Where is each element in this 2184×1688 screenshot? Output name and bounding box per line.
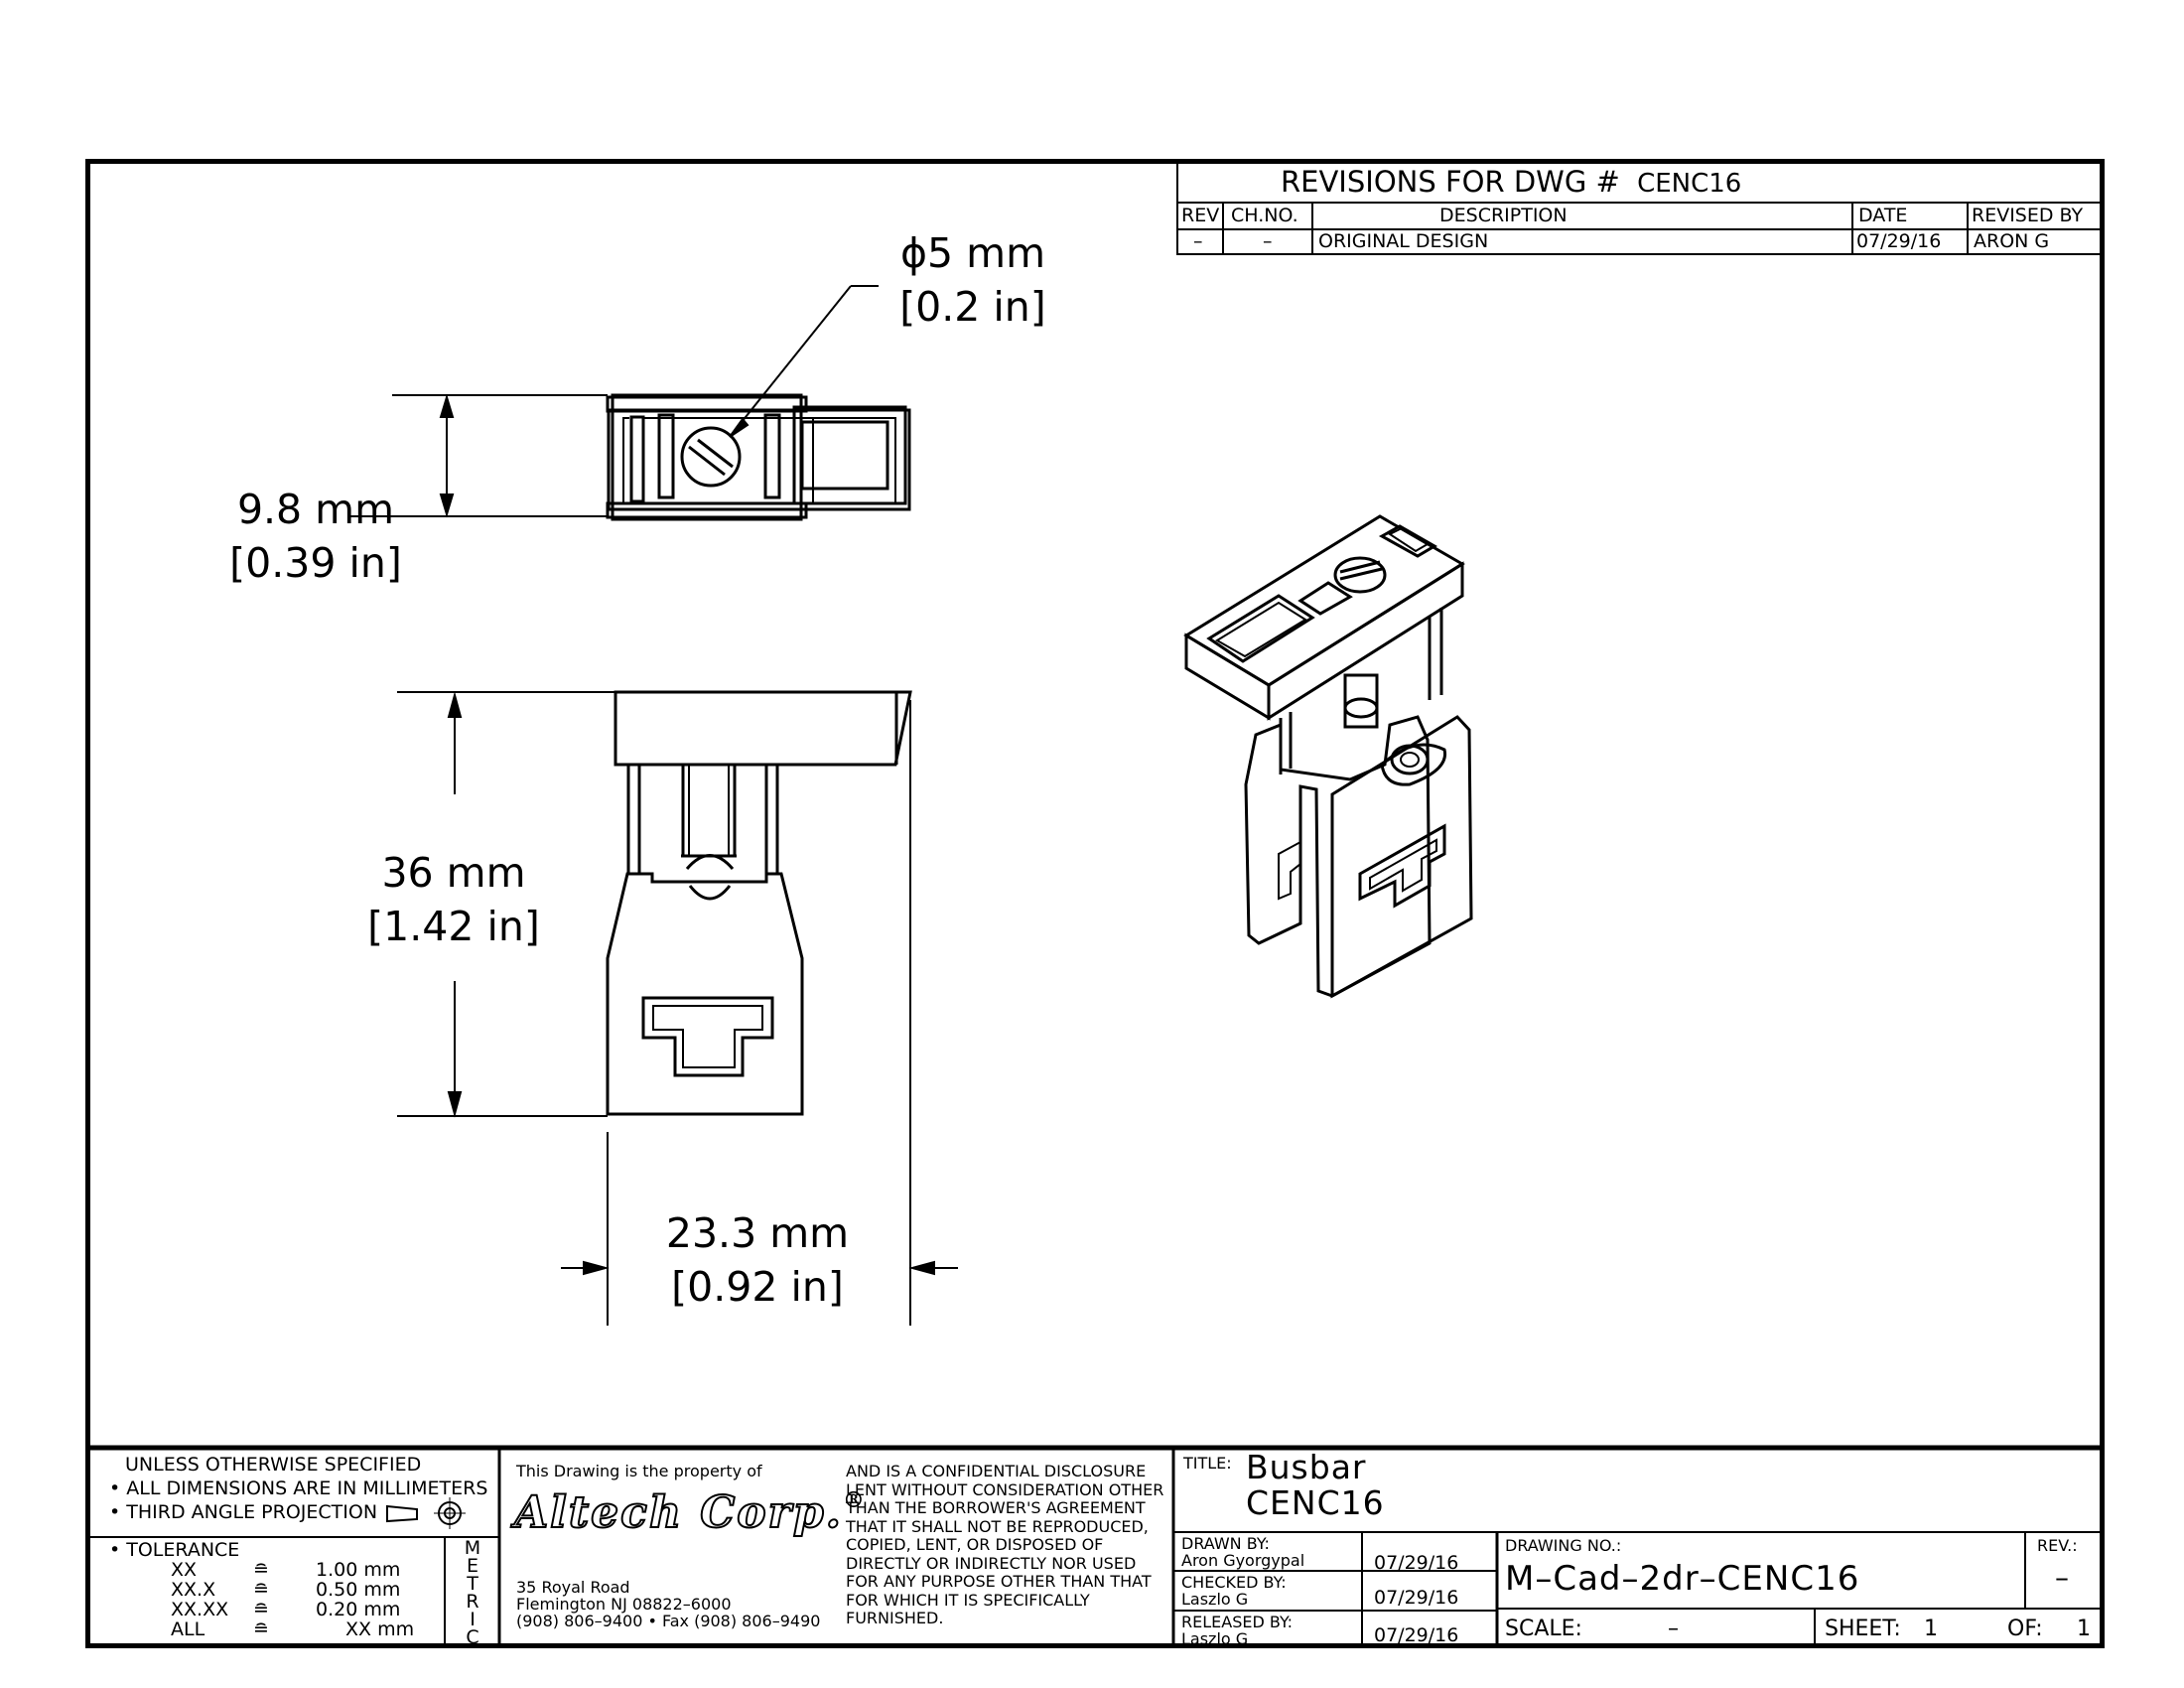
diameter-dimension: ϕ5 mm [0.2 in] bbox=[874, 226, 1072, 334]
revisions-title: REVISIONS FOR DWG # CENC16 bbox=[1281, 165, 1742, 199]
title-label: TITLE: bbox=[1183, 1454, 1232, 1473]
width-mm: 23.3 mm bbox=[665, 1209, 850, 1257]
drawn-label: DRAWN BY: bbox=[1181, 1534, 1270, 1553]
tol-xxx-sym: ≘ bbox=[253, 1579, 269, 1601]
company-address-1: 35 Royal Road bbox=[516, 1578, 630, 1597]
released-date: 07/29/16 bbox=[1374, 1624, 1459, 1646]
tol-xxx-label: XX.X bbox=[171, 1579, 216, 1601]
title-line-1: Busbar bbox=[1246, 1448, 1367, 1486]
tol-xxxx-value: 0.20 mm bbox=[316, 1599, 401, 1620]
note-unless: UNLESS OTHERWISE SPECIFIED bbox=[125, 1454, 422, 1476]
revised-by-header: REVISED BY bbox=[1972, 205, 2084, 226]
title-line-2: CENC16 bbox=[1246, 1483, 1385, 1522]
length-dimension: 36 mm [1.42 in] bbox=[354, 846, 553, 953]
note-projection: • THIRD ANGLE PROJECTION bbox=[109, 1501, 378, 1523]
metric-label: M E T R I C bbox=[464, 1537, 481, 1648]
height-in: [0.39 in] bbox=[229, 539, 402, 587]
checked-label: CHECKED BY: bbox=[1181, 1573, 1287, 1592]
scale-value: – bbox=[1668, 1617, 1679, 1641]
sheet-label: SHEET: bbox=[1825, 1617, 1901, 1641]
drawn-date: 07/29/16 bbox=[1374, 1552, 1459, 1574]
revision-date: 07/29/16 bbox=[1856, 230, 1942, 252]
rev-header: REV bbox=[1181, 205, 1220, 226]
height-mm: 9.8 mm bbox=[236, 486, 395, 533]
tol-all-value: XX mm bbox=[345, 1618, 415, 1640]
company-logo: Altech Corp.® bbox=[513, 1486, 867, 1539]
released-by: Laszlo G bbox=[1181, 1629, 1249, 1648]
revision-rev: – bbox=[1193, 230, 1203, 252]
property-note: This Drawing is the property of bbox=[516, 1462, 762, 1480]
scale-label: SCALE: bbox=[1505, 1617, 1582, 1641]
tol-xxxx-sym: ≘ bbox=[253, 1599, 269, 1620]
chno-header: CH.NO. bbox=[1231, 205, 1298, 226]
company-phone: (908) 806–9400 • Fax (908) 806–9490 bbox=[516, 1612, 821, 1630]
description-header: DESCRIPTION bbox=[1439, 205, 1568, 226]
drawing-no-label: DRAWING NO.: bbox=[1505, 1536, 1622, 1555]
tol-xxxx-label: XX.XX bbox=[171, 1599, 229, 1620]
revision-description: ORIGINAL DESIGN bbox=[1318, 230, 1489, 252]
tol-all-sym: ≘ bbox=[253, 1618, 269, 1640]
rev-value: – bbox=[2055, 1561, 2069, 1594]
tol-xx-sym: ≘ bbox=[253, 1559, 269, 1581]
rev-label: REV.: bbox=[2037, 1536, 2078, 1555]
tol-all-label: ALL bbox=[171, 1618, 205, 1640]
drawing-title: Busbar CENC16 bbox=[1246, 1450, 1385, 1521]
tol-xxx-value: 0.50 mm bbox=[316, 1579, 401, 1601]
drawn-by: Aron Gyorgypal bbox=[1181, 1551, 1305, 1570]
checked-date: 07/29/16 bbox=[1374, 1587, 1459, 1609]
revision-revised-by: ARON G bbox=[1974, 230, 2050, 252]
revision-chno: – bbox=[1263, 230, 1273, 252]
height-dimension: 9.8 mm [0.39 in] bbox=[216, 483, 415, 590]
of-label: OF: bbox=[2007, 1617, 2043, 1641]
length-in: [1.42 in] bbox=[367, 903, 540, 950]
diameter-mm: ϕ5 mm bbox=[899, 229, 1046, 277]
drawing-frame bbox=[85, 159, 2105, 1648]
checked-by: Laszlo G bbox=[1181, 1590, 1249, 1609]
tol-xx-value: 1.00 mm bbox=[316, 1559, 401, 1581]
diameter-in: [0.2 in] bbox=[899, 283, 1046, 331]
length-mm: 36 mm bbox=[381, 849, 526, 897]
width-dimension: 23.3 mm [0.92 in] bbox=[658, 1206, 857, 1314]
sheet-value: 1 bbox=[1924, 1617, 1938, 1641]
tol-xx-label: XX bbox=[171, 1559, 198, 1581]
drawing-number: M–Cad–2dr–CENC16 bbox=[1505, 1559, 1860, 1599]
width-in: [0.92 in] bbox=[671, 1263, 844, 1311]
date-header: DATE bbox=[1858, 205, 1908, 226]
note-tolerance: • TOLERANCE bbox=[109, 1539, 240, 1561]
disclosure-text: AND IS A CONFIDENTIAL DISCLOSURE LENT WI… bbox=[846, 1462, 1164, 1627]
company-address-2: Flemington NJ 08822–6000 bbox=[516, 1595, 732, 1614]
released-label: RELEASED BY: bbox=[1181, 1613, 1294, 1631]
of-value: 1 bbox=[2077, 1617, 2091, 1641]
note-dimensions: • ALL DIMENSIONS ARE IN MILLIMETERS bbox=[109, 1477, 488, 1499]
